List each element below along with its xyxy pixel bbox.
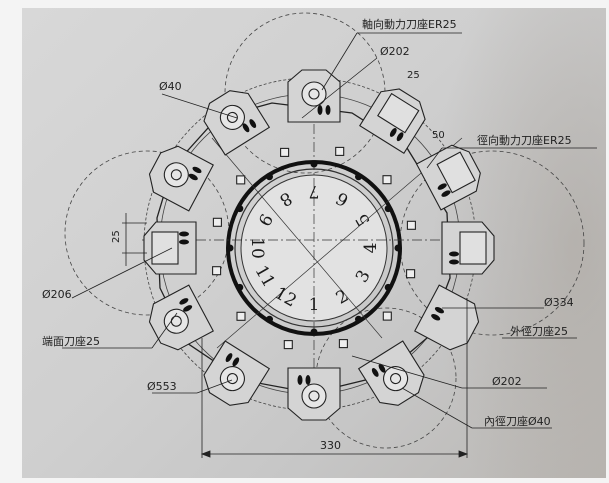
clamp-screw [437, 183, 447, 190]
id-holder-label: 內徑刀座Ø40 [484, 414, 551, 428]
clamp-screw [317, 105, 323, 115]
dial-rim-dot [310, 160, 318, 168]
clamp-screw [325, 105, 331, 115]
tool-station [441, 221, 495, 275]
dim25-top-label: 25 [407, 70, 420, 81]
indexing-marker [335, 146, 345, 156]
axial-power-holder-label: 軸向動力刀座ER25 [362, 17, 457, 31]
phi553-label: Ø553 [147, 380, 177, 393]
tool-bore [301, 383, 327, 409]
dial-number: 7 [309, 181, 320, 201]
clamp-screw [249, 119, 257, 129]
phi202-bottom-label: Ø202 [492, 375, 522, 388]
tool-station [357, 340, 425, 406]
dial-rim-dot [236, 205, 244, 213]
tool-station [203, 340, 271, 406]
clamp-screw [449, 251, 459, 257]
dial-rim-dot [384, 205, 392, 213]
dial-rim-dot [355, 315, 362, 323]
clamp-screw [378, 363, 386, 373]
tool-block [151, 231, 179, 265]
tool-station [148, 145, 214, 212]
dim330-label: 330 [320, 439, 341, 452]
dial-rim-dot [266, 173, 273, 181]
clamp-screw [192, 166, 202, 174]
indexing-marker [382, 175, 392, 185]
dim50-label: 50 [432, 130, 445, 141]
dial-number: 10 [247, 237, 267, 259]
clamp-screw [179, 239, 189, 245]
tool-block [436, 151, 476, 194]
indexing-marker [236, 175, 246, 185]
indexing-marker [280, 147, 290, 157]
tool-station [287, 367, 341, 421]
indexing-marker [283, 340, 293, 350]
indexing-marker [212, 266, 222, 276]
clamp-screw [225, 353, 233, 363]
tool-bore [219, 104, 245, 130]
dial-rim-dot [266, 315, 273, 323]
clamp-screw [441, 190, 451, 197]
tool-station [415, 144, 481, 211]
dial-rim-dot [394, 244, 402, 252]
tool-block [377, 92, 420, 134]
tool-station [203, 90, 271, 156]
phi40-label: Ø40 [159, 80, 182, 93]
phi206-label: Ø206 [42, 288, 72, 301]
tool-station [287, 69, 341, 123]
clamp-screw [396, 132, 404, 142]
dial-rim-dot [310, 328, 318, 336]
clamp-screw [434, 306, 445, 314]
tool-bore [301, 81, 327, 107]
clamp-screw [389, 128, 397, 137]
dial-rim-dot [384, 283, 392, 291]
tool-bore [219, 366, 245, 392]
clamp-screw [183, 305, 193, 312]
tool-bore [163, 308, 189, 334]
dial-rim-dot [236, 283, 244, 291]
phi202-top-label: Ø202 [380, 45, 410, 58]
indexing-marker [236, 311, 246, 321]
dial-rim-dot [226, 244, 234, 252]
indexing-marker [382, 311, 392, 321]
indexing-marker [406, 269, 416, 279]
tool-station [359, 88, 426, 154]
dial-number: 1 [309, 295, 320, 315]
dial-number: 4 [361, 243, 381, 254]
clamp-screw [232, 357, 240, 367]
clamp-screw [297, 375, 303, 385]
tool-station [143, 221, 197, 275]
indexing-marker [212, 217, 222, 227]
clamp-screw [431, 314, 441, 321]
tool-bore [383, 366, 409, 392]
tool-bore [163, 162, 189, 188]
tool-block [459, 231, 487, 265]
radial-power-holder-label: 徑向動力刀座ER25 [477, 133, 572, 147]
clamp-screw [242, 123, 250, 133]
tool-station [148, 284, 214, 351]
indexing-marker [406, 220, 416, 230]
clamp-screw [188, 173, 198, 181]
indexing-marker [338, 339, 348, 349]
phi334-label: Ø334 [544, 296, 574, 309]
dim25-left-label: 25 [111, 230, 122, 243]
clamp-screw [305, 375, 311, 385]
dial-rim-dot [355, 173, 362, 181]
od-holder-label: 外徑刀座25 [510, 324, 568, 338]
clamp-screw [449, 259, 459, 265]
clamp-screw [179, 231, 189, 237]
end-face-holder-label: 端面刀座25 [42, 334, 100, 348]
clamp-screw [371, 367, 379, 377]
clamp-screw [179, 298, 189, 305]
